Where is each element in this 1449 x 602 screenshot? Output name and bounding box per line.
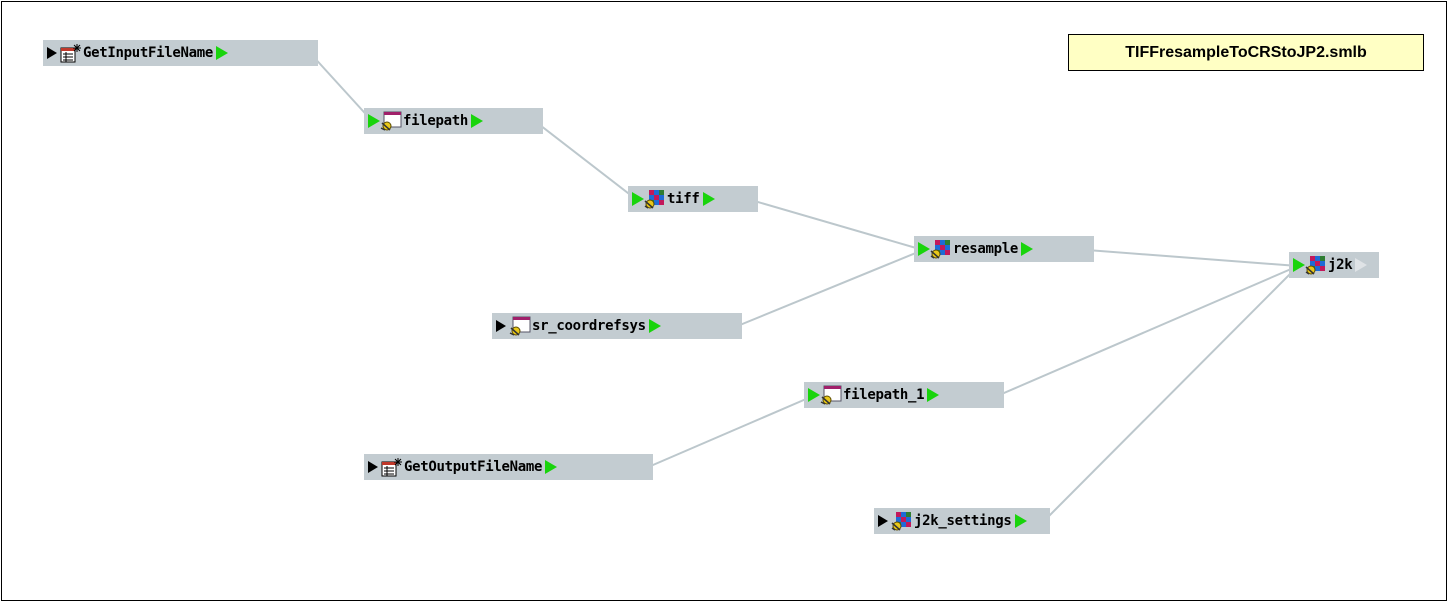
node-label: filepath — [403, 113, 469, 129]
node-label: GetInputFileName — [83, 45, 214, 61]
node-filepath-1[interactable]: filepath_1 — [804, 382, 1004, 408]
window-satellite-icon — [820, 385, 842, 405]
input-port-icon[interactable] — [632, 192, 644, 206]
input-port-icon[interactable] — [1293, 258, 1305, 272]
output-port-icon[interactable] — [1021, 242, 1034, 256]
node-label: j2k_settings — [914, 513, 1012, 529]
node-filepath[interactable]: filepath — [364, 108, 543, 134]
edge-get_output-to-filepath_1 — [645, 395, 814, 469]
node-sr-coordrefsys[interactable]: sr_coordrefsys — [492, 313, 742, 339]
table-new-icon — [381, 458, 402, 477]
node-label: j2k — [1328, 257, 1353, 273]
diagram-title: TIFFresampleToCRStoJP2.smlb — [1125, 43, 1367, 61]
raster-satellite-icon — [891, 512, 911, 531]
raster-satellite-icon — [930, 240, 950, 259]
edge-j2k_settings-to-j2k — [1042, 265, 1299, 523]
disabled-output-port-icon — [1355, 258, 1368, 272]
raster-satellite-icon — [1305, 256, 1325, 275]
output-port-icon[interactable] — [702, 192, 715, 206]
node-get-input-file-name[interactable]: GetInputFileName — [43, 40, 318, 66]
output-port-icon[interactable] — [927, 388, 940, 402]
table-new-icon — [60, 44, 81, 63]
diagram-title-box: TIFFresampleToCRStoJP2.smlb — [1068, 34, 1424, 71]
node-j2k[interactable]: j2k — [1289, 252, 1379, 278]
output-port-icon[interactable] — [545, 460, 558, 474]
output-port-icon[interactable] — [471, 114, 484, 128]
output-port-icon[interactable] — [648, 319, 661, 333]
edge-sr_coordrefsys-to-resample — [734, 249, 924, 328]
node-label: resample — [953, 241, 1019, 257]
output-port-icon[interactable] — [216, 46, 229, 60]
play-arrow-icon[interactable] — [496, 320, 506, 332]
edge-tiff-to-resample — [750, 199, 924, 251]
play-arrow-icon[interactable] — [47, 47, 57, 59]
play-arrow-icon[interactable] — [368, 461, 378, 473]
node-get-output-file-name[interactable]: GetOutputFileName — [364, 454, 653, 480]
input-port-icon[interactable] — [368, 114, 380, 128]
node-tiff[interactable]: tiff — [628, 186, 758, 212]
edge-resample-to-j2k — [1086, 249, 1299, 267]
node-label: filepath_1 — [843, 387, 925, 403]
window-satellite-icon — [380, 111, 402, 131]
raster-satellite-icon — [644, 190, 664, 209]
node-label: sr_coordrefsys — [532, 318, 646, 334]
window-satellite-icon — [509, 316, 531, 336]
edge-get_input-to-filepath — [310, 53, 374, 123]
input-port-icon[interactable] — [808, 388, 820, 402]
output-port-icon[interactable] — [1014, 514, 1027, 528]
node-resample[interactable]: resample — [914, 236, 1094, 262]
node-j2k-settings[interactable]: j2k_settings — [874, 508, 1050, 534]
input-port-icon[interactable] — [918, 242, 930, 256]
play-arrow-icon[interactable] — [878, 515, 888, 527]
node-label: GetOutputFileName — [404, 459, 543, 475]
edge-filepath-to-tiff — [535, 121, 638, 201]
edge-filepath_1-to-j2k — [996, 265, 1299, 397]
node-label: tiff — [667, 191, 700, 207]
